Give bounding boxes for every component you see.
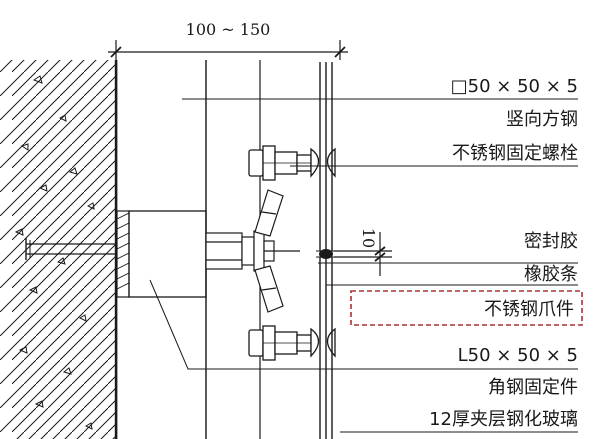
tube-size-label: □50 × 50 × 5 [451, 76, 578, 97]
vertical-tube-label: 竖向方钢 [506, 109, 578, 130]
sealant-joint [316, 249, 336, 259]
gap-dimension-label: 10 [359, 228, 378, 248]
sealant-label: 密封胶 [524, 231, 578, 252]
upper-routel-bolt [248, 145, 336, 181]
anchor-bolt [25, 238, 122, 260]
concrete-wall [0, 60, 116, 439]
angle-steel-bracket [116, 60, 207, 439]
width-dimension-label: 100 ~ 150 [186, 20, 271, 39]
embedded-plate [116, 210, 130, 298]
gap-dimension [334, 232, 392, 276]
rubber-strip-label: 橡胶条 [524, 264, 578, 285]
angle-size-label: L50 × 50 × 5 [458, 345, 578, 366]
bolt-label: 不锈钢固定螺栓 [452, 143, 578, 164]
width-dimension [108, 40, 348, 60]
spider-arms [254, 189, 284, 313]
lower-routel-bolt [248, 325, 336, 361]
laminated-glass [319, 62, 333, 439]
highlight-box [350, 290, 583, 326]
angle-fixing-label: 角钢固定件 [488, 377, 578, 398]
glass-label: 12厚夹层钢化玻璃 [429, 409, 578, 430]
leader-lines [149, 98, 578, 433]
center-fixing-bolt [205, 230, 300, 272]
spider-fitting-label: 不锈钢爪件 [484, 299, 574, 320]
